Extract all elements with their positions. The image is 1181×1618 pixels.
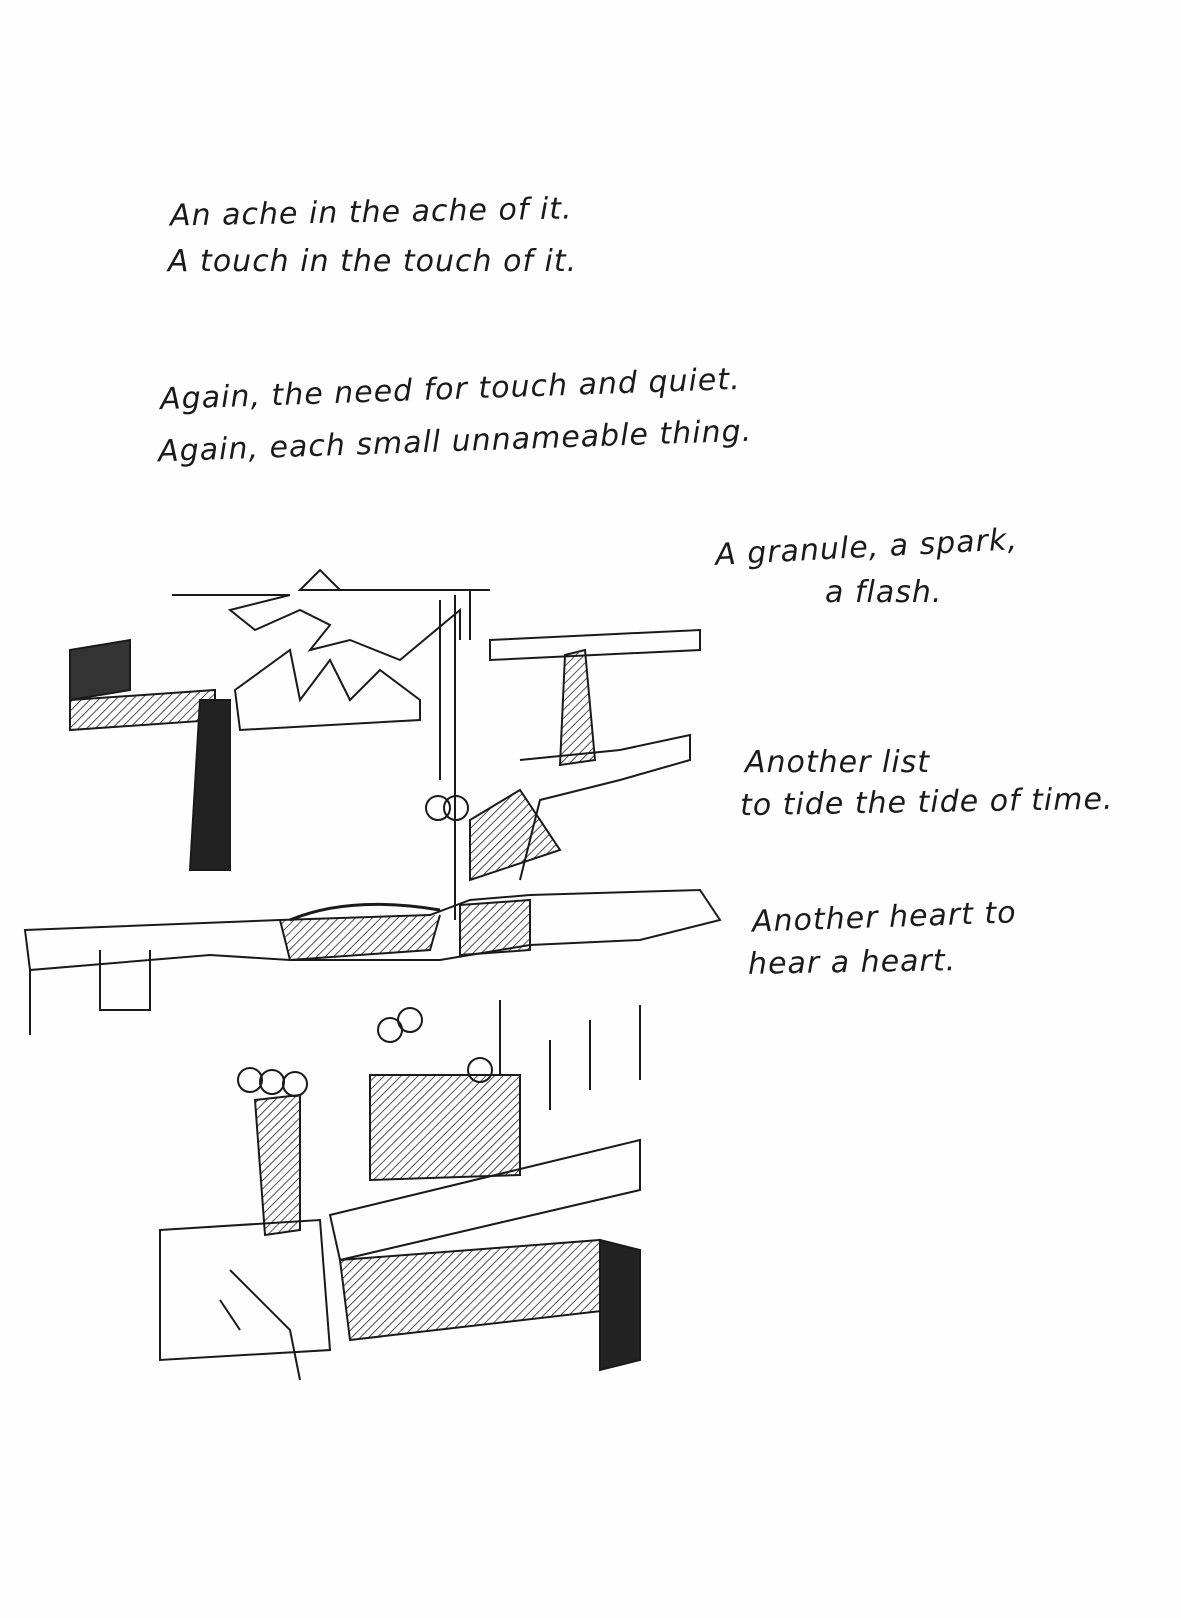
poem-line: A touch in the touch of it. [168,244,578,279]
poem-line: a flash. [825,575,943,610]
poem-line: An ache in the ache of it. [169,191,573,234]
middle-wall-drawing [23,888,722,1035]
bottom-towers-drawing [159,1000,641,1381]
poem-line: Another list [745,745,931,780]
top-rooftops-drawing [69,568,701,920]
poem-line: to tide the tide of time. [739,781,1114,824]
poem-line: hear a heart. [747,943,957,982]
